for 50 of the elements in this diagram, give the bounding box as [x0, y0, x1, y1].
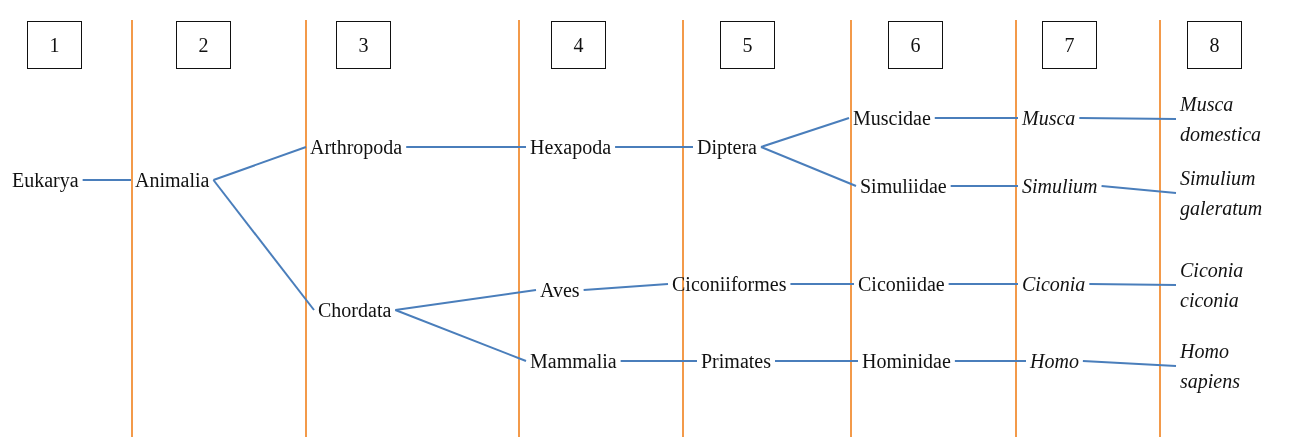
- taxon-label: Simulium: [1022, 171, 1098, 201]
- connector-line: [212, 179, 315, 311]
- taxon-label: Hexapoda: [530, 132, 612, 162]
- connector-line: [81, 179, 132, 181]
- taxon-label: Aves: [540, 275, 580, 305]
- taxon-label: Ciconia ciconia: [1180, 255, 1280, 315]
- connector-line: [760, 146, 857, 187]
- taxon-label: Primates: [701, 346, 771, 376]
- column-number-box: 5: [720, 21, 775, 69]
- connector-line: [405, 146, 527, 148]
- taxon-label: Homo: [1030, 346, 1079, 376]
- taxon-label: Diptera: [697, 132, 757, 162]
- column-number-box: 2: [176, 21, 231, 69]
- taxon-label: Homo sapiens: [1180, 336, 1280, 396]
- taxon-label: Simulium galeratum: [1180, 163, 1280, 223]
- taxon-label: Musca: [1022, 103, 1076, 133]
- connector-line: [1088, 283, 1177, 286]
- taxon-label: Mammalia: [530, 346, 617, 376]
- taxon-label: Eukarya: [12, 165, 79, 195]
- connector-line: [933, 117, 1019, 119]
- connector-line: [1078, 117, 1177, 120]
- taxon-label: Musca domestica: [1180, 89, 1280, 149]
- connector-line: [394, 289, 537, 311]
- connector-line: [1081, 360, 1177, 367]
- connector-line: [212, 146, 307, 181]
- connector-line: [582, 283, 669, 291]
- connector-line: [789, 283, 855, 285]
- connector-line: [760, 117, 850, 148]
- taxon-label: Chordata: [318, 295, 392, 325]
- connector-line: [947, 283, 1019, 285]
- column-number-box: 4: [551, 21, 606, 69]
- connector-line: [394, 309, 527, 362]
- taxon-label: Animalia: [135, 165, 210, 195]
- column-number-box: 8: [1187, 21, 1242, 69]
- taxon-label: Ciconiidae: [858, 269, 945, 299]
- taxon-label: Hominidae: [862, 346, 951, 376]
- connector-line: [614, 146, 694, 148]
- column-number-box: 6: [888, 21, 943, 69]
- column-number-box: 7: [1042, 21, 1097, 69]
- connector-line: [619, 360, 698, 362]
- taxon-label: Muscidae: [853, 103, 931, 133]
- taxon-label: Ciconia: [1022, 269, 1086, 299]
- connector-line: [949, 185, 1019, 187]
- taxon-label: Simuliidae: [860, 171, 947, 201]
- connector-line: [774, 360, 859, 362]
- taxon-label: Arthropoda: [310, 132, 403, 162]
- connector-line: [953, 360, 1027, 362]
- column-number-box: 3: [336, 21, 391, 69]
- column-number-box: 1: [27, 21, 82, 69]
- connector-line: [1100, 185, 1177, 194]
